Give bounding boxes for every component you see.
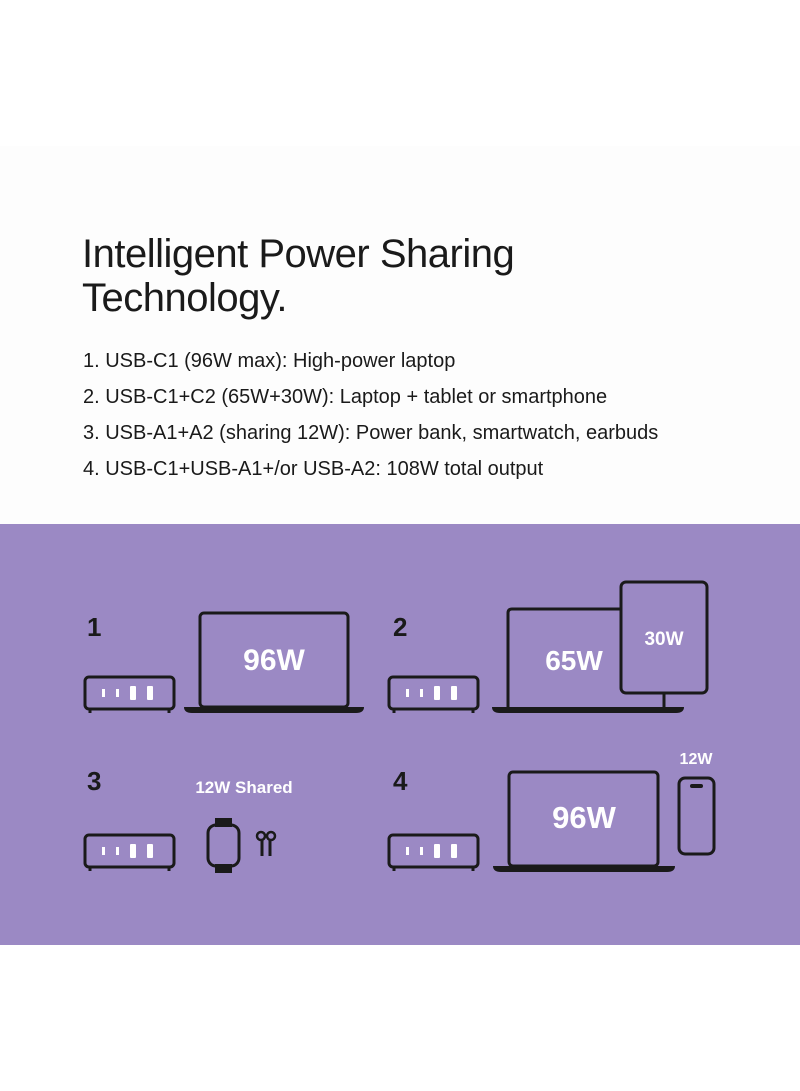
title-line-1: Intelligent Power Sharing: [82, 232, 515, 276]
phone-icon: [677, 776, 716, 856]
info-section: Intelligent Power Sharing Technology. 1.…: [0, 146, 800, 524]
diagram-illustration: 1 96W 2 65W 30W 3 12W: [83, 580, 716, 873]
list-item: 3. USB-A1+A2 (sharing 12W): Power bank, …: [83, 422, 659, 444]
page-title: Intelligent Power Sharing Technology.: [82, 232, 722, 320]
tablet-icon: [619, 580, 709, 707]
top-margin: [0, 0, 800, 146]
title-line-2: Technology.: [82, 276, 288, 320]
charger-icon: [83, 833, 176, 873]
laptop-icon: [492, 607, 684, 713]
charger-icon: [387, 675, 480, 715]
laptop-watts-label: 96W: [243, 644, 305, 677]
bottom-margin: [0, 945, 800, 1091]
scenario-number: 1: [87, 612, 101, 642]
laptop-watts-label: 65W: [545, 645, 603, 676]
scenario-number: 3: [87, 766, 101, 796]
charger-icon: [387, 833, 480, 873]
power-sharing-diagram: 1 96W 2 65W 30W 3 12W: [0, 524, 800, 945]
shared-watts-label: 12W Shared: [195, 778, 292, 797]
list-item: 1. USB-C1 (96W max): High-power laptop: [83, 350, 456, 372]
phone-watts-label: 12W: [680, 751, 714, 768]
scenario-number: 4: [393, 766, 408, 796]
earbuds-icon: [255, 830, 277, 856]
scenario-4: 4 96W 12W: [387, 751, 716, 873]
laptop-icon: [184, 611, 364, 713]
port-mode-list: 1. USB-C1 (96W max): High-power laptop 2…: [83, 347, 658, 491]
list-item: 2. USB-C1+C2 (65W+30W): Laptop + tablet …: [83, 386, 608, 408]
scenario-2: 2 65W 30W: [387, 580, 709, 715]
laptop-watts-label: 96W: [552, 800, 616, 835]
scenario-1: 1 96W: [83, 611, 364, 715]
tablet-watts-label: 30W: [644, 629, 683, 650]
scenario-3: 3 12W Shared: [83, 766, 293, 873]
list-item: 4. USB-C1+USB-A1+/or USB-A2: 108W total …: [83, 458, 544, 480]
smartwatch-icon: [206, 818, 241, 873]
charger-icon: [83, 675, 176, 715]
scenario-number: 2: [393, 612, 407, 642]
laptop-icon: [493, 770, 675, 872]
